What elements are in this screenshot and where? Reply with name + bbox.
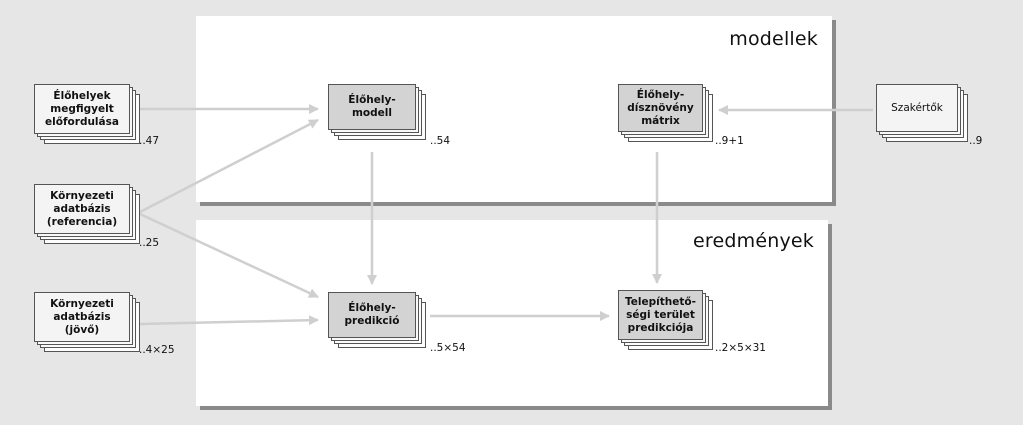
env-db-reference-count: ..25 xyxy=(139,237,160,249)
observed-habitats-count: ..47 xyxy=(139,135,160,147)
habitat-prediction-count: ..5×54 xyxy=(430,342,466,354)
habitat-model-count: ..54 xyxy=(430,135,451,147)
habitat-prediction-node: Élőhely-predikció xyxy=(328,292,426,348)
models-panel-title: modellek xyxy=(729,28,818,50)
results-panel-title: eredmények xyxy=(692,230,814,252)
env-db-future-count: ..4×25 xyxy=(139,344,175,356)
arrow-envref-to-model xyxy=(139,118,319,214)
arrow-envfuture-to-prediction xyxy=(139,315,319,326)
experts-count: ..9 xyxy=(969,135,983,147)
experts-label: Szakértők xyxy=(876,84,958,132)
arrow-envref-to-prediction xyxy=(139,212,319,299)
habitat-prediction-label: Élőhely-predikció xyxy=(328,292,416,338)
experts-node: Szakértők xyxy=(876,84,968,142)
plantable-area-prediction-count: ..2×5×31 xyxy=(715,342,766,354)
results-panel: eredmények xyxy=(196,220,828,406)
habitat-plant-matrix-count: ..9+1 xyxy=(715,135,744,147)
habitat-model-node: Élőhely-modell xyxy=(328,84,426,140)
habitat-model-label: Élőhely-modell xyxy=(328,84,416,130)
